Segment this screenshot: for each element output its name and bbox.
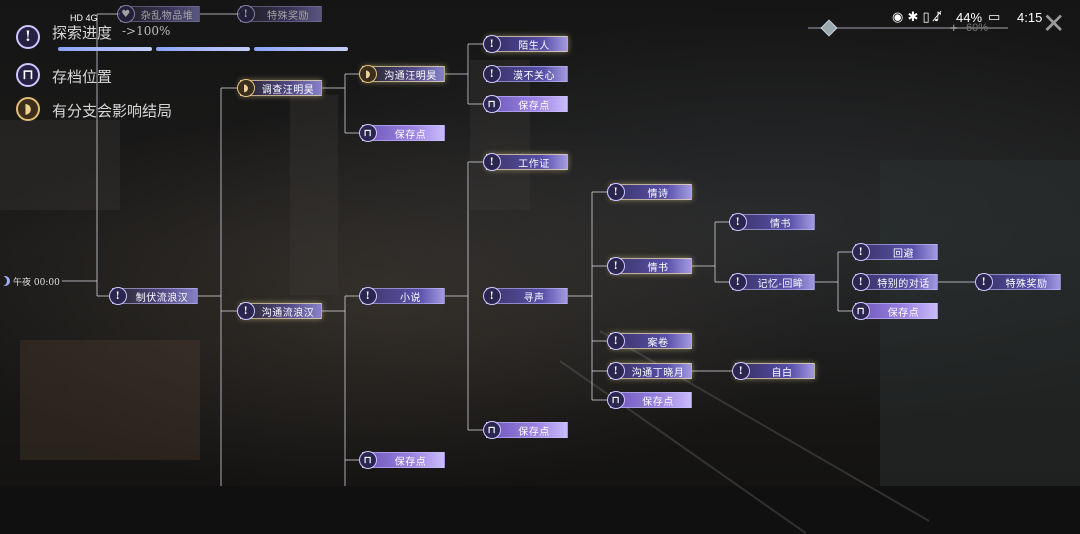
moon-icon: [0, 276, 10, 286]
branch-icon: ◗: [16, 97, 40, 121]
node-n12[interactable]: !情书: [607, 257, 692, 275]
battery-icon: ▭: [988, 10, 1001, 25]
save-icon: ⊓: [359, 451, 377, 469]
node-n2[interactable]: !特殊奖励: [237, 5, 322, 23]
exclamation-icon: !: [607, 257, 625, 275]
node-n16[interactable]: !特殊奖励: [975, 273, 1061, 291]
exclamation-icon: !: [975, 273, 993, 291]
exclamation-icon: !: [109, 287, 127, 305]
node-n1[interactable]: ♥杂乱物品堆: [117, 5, 200, 23]
node-n27-save[interactable]: ⊓保存点: [359, 451, 445, 469]
node-n19[interactable]: !沟通流浪汉: [237, 302, 322, 320]
save-icon: ⊓: [483, 421, 501, 439]
node-n13[interactable]: !记忆-回眸: [729, 273, 815, 291]
node-n6[interactable]: !漠不关心: [483, 65, 568, 83]
exclamation-icon: !: [483, 287, 501, 305]
node-n18[interactable]: !制伏流浪汉: [109, 287, 198, 305]
node-n8-save[interactable]: ⊓保存点: [359, 124, 445, 142]
node-n3[interactable]: ◗调查汪明昊: [237, 79, 322, 97]
exclamation-icon: !: [732, 362, 750, 380]
exclamation-icon: !: [483, 35, 501, 53]
zoom-slider-track[interactable]: [808, 27, 1008, 29]
node-n7-save[interactable]: ⊓保存点: [483, 95, 568, 113]
exclamation-icon: !: [729, 213, 747, 231]
zoom-value: 60%: [966, 22, 989, 34]
save-icon: ⊓: [16, 63, 40, 87]
status-icons: ◉ ✱ ▯ ♪̸: [892, 10, 943, 25]
exclamation-icon: !: [607, 183, 625, 201]
clock: 4:15: [1017, 10, 1043, 25]
exclamation-icon: !: [237, 302, 255, 320]
exclamation-icon: !: [483, 65, 501, 83]
exclamation-icon: !: [729, 273, 747, 291]
node-n17-save[interactable]: ⊓保存点: [852, 302, 938, 320]
node-n23[interactable]: !沟通丁晓月: [607, 362, 692, 380]
node-n24[interactable]: !自白: [732, 362, 815, 380]
node-n15[interactable]: !特别的对话: [852, 273, 938, 291]
node-n9[interactable]: !工作证: [483, 153, 568, 171]
exclamation-icon: !: [16, 25, 40, 49]
heart-icon: ♥: [117, 5, 135, 23]
node-n10[interactable]: !情诗: [607, 183, 692, 201]
exclamation-icon: !: [607, 362, 625, 380]
exclamation-icon: !: [852, 273, 870, 291]
exclamation-icon: !: [237, 5, 255, 23]
save-icon: ⊓: [607, 391, 625, 409]
node-n25-save[interactable]: ⊓保存点: [607, 391, 692, 409]
save-icon: ⊓: [359, 124, 377, 142]
exclamation-icon: !: [483, 153, 501, 171]
start-node-label: 午夜 00:00: [13, 277, 60, 288]
node-n14[interactable]: !回避: [852, 243, 938, 261]
node-n5[interactable]: !陌生人: [483, 35, 568, 53]
exclamation-icon: !: [607, 332, 625, 350]
exclamation-icon: !: [852, 243, 870, 261]
save-legend-label: 存档位置: [52, 68, 113, 86]
branch-icon: ◗: [359, 65, 377, 83]
exclamation-icon: !: [359, 287, 377, 305]
node-n22[interactable]: !案卷: [607, 332, 692, 350]
node-n20[interactable]: !小说: [359, 287, 445, 305]
close-icon[interactable]: ✕: [1042, 7, 1066, 40]
progress-label: 探索进度: [52, 24, 113, 42]
progress-bar-segment-2: [156, 47, 250, 51]
branch-legend-label: 有分支会影响结局: [52, 102, 173, 120]
node-n21[interactable]: !寻声: [483, 287, 568, 305]
node-n4[interactable]: ◗沟通汪明昊: [359, 65, 445, 83]
battery-percent: 44%: [956, 10, 983, 25]
node-n11[interactable]: !情书: [729, 213, 815, 231]
save-icon: ⊓: [852, 302, 870, 320]
zoom-plus-icon[interactable]: +: [950, 20, 958, 35]
network-indicator: HD 4G: [70, 13, 98, 23]
start-node: 午夜 00:00: [0, 274, 60, 288]
progress-value: ->100%: [122, 24, 171, 38]
progress-bar-segment-1: [58, 47, 152, 51]
node-n26-save[interactable]: ⊓保存点: [483, 421, 568, 439]
branch-icon: ◗: [237, 79, 255, 97]
save-icon: ⊓: [483, 95, 501, 113]
progress-bar-segment-3: [254, 47, 348, 51]
